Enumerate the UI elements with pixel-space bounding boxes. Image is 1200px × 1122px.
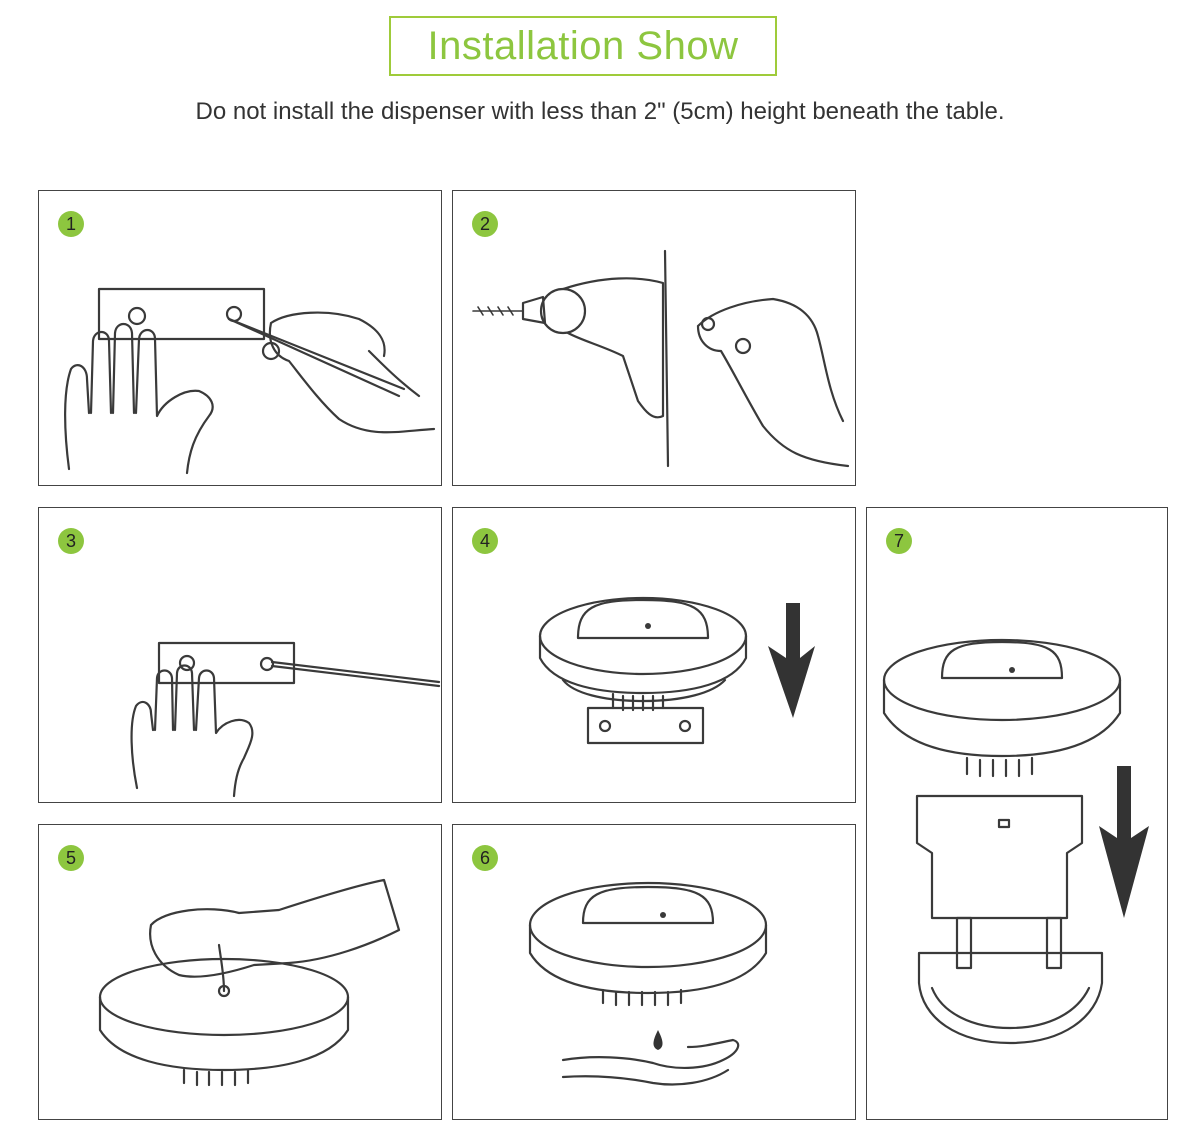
step-4-illustration [538,596,815,745]
step-7-panel: 7 [866,507,1168,1120]
step-2-panel: 2 [452,190,856,486]
step-1-panel: 1 [38,190,442,486]
step-1-badge: 1 [58,211,84,237]
step-7-illustration [882,638,1149,1045]
step-6-illustration [528,881,768,1086]
step-6-badge: 6 [472,845,498,871]
step-2-illustration [472,249,850,468]
step-3-badge: 3 [58,528,84,554]
step-7-badge: 7 [886,528,912,554]
step-5-illustration [98,878,401,1087]
step-6-panel: 6 [452,824,856,1120]
step-3-illustration [130,641,441,798]
step-2-badge: 2 [472,211,498,237]
step-4-badge: 4 [472,528,498,554]
step-1-illustration [64,287,436,475]
step-5-panel: 5 [38,824,442,1120]
step-4-panel: 4 [452,507,856,803]
install-warning: Do not install the dispenser with less t… [195,98,1005,125]
page-title: Installation Show [427,23,739,68]
title-box: Installation Show [389,16,777,76]
step-5-badge: 5 [58,845,84,871]
step-3-panel: 3 [38,507,442,803]
